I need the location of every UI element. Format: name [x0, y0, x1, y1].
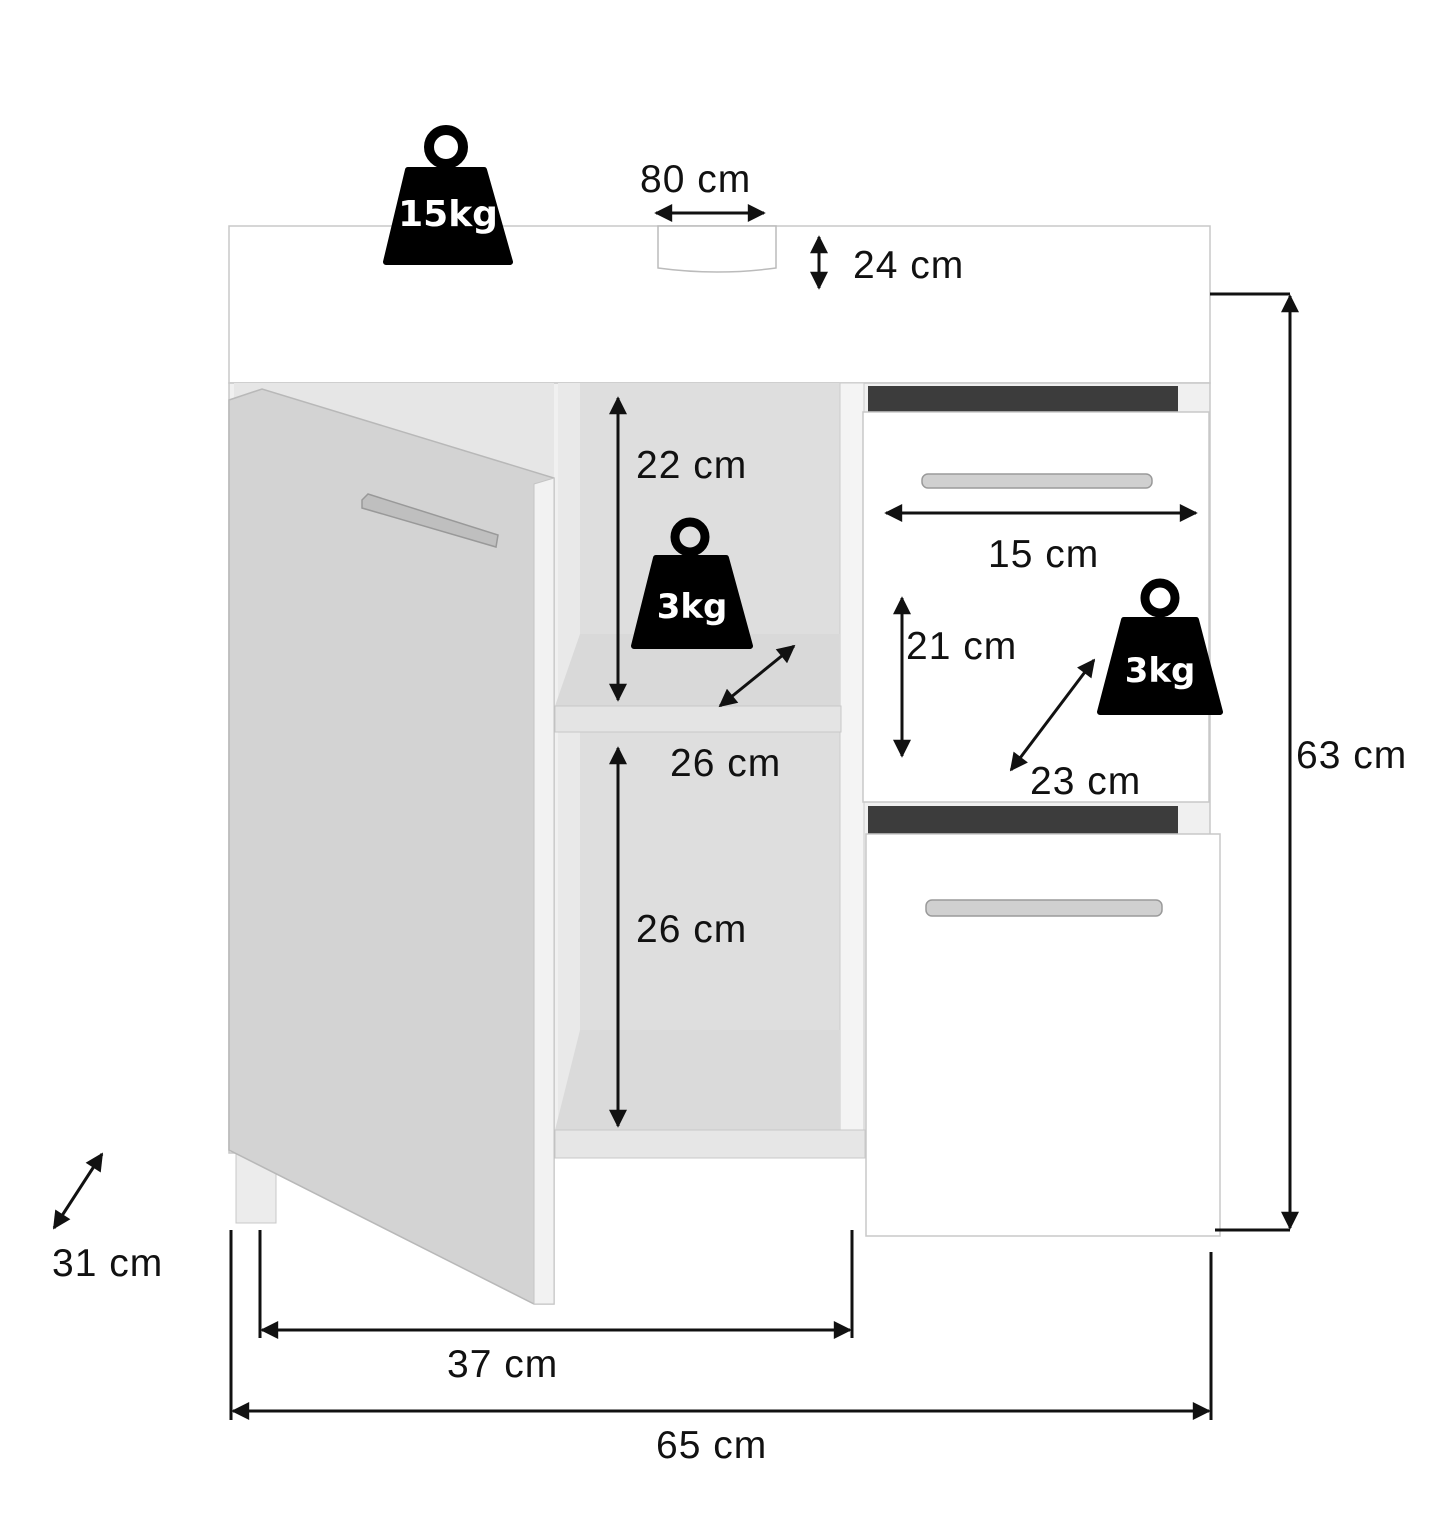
- weight-label-top: 15kg: [398, 194, 498, 235]
- weight-icon-top: 15kg: [383, 125, 513, 265]
- middle-shelf-front: [554, 705, 842, 733]
- label-shelf-lower-height: 26 cm: [636, 908, 748, 951]
- label-inner-width: 37 cm: [447, 1343, 559, 1386]
- label-shelf-depth: 26 cm: [670, 742, 782, 785]
- bottom-shelf: [555, 1030, 840, 1130]
- weight-icon-shelf: 3kg: [631, 517, 753, 649]
- weight-label-drawer: 3kg: [1125, 651, 1196, 691]
- arrow-total-depth: [52, 1152, 104, 1230]
- label-drawer-height: 21 cm: [906, 625, 1018, 668]
- lower-drawer-box: [868, 806, 1178, 834]
- arrow-drawer-depth: [1009, 658, 1096, 772]
- weight-icon-drawer: 3kg: [1097, 578, 1223, 715]
- label-shelf-upper-height: 22 cm: [636, 444, 748, 487]
- divider-panel: [839, 382, 865, 1154]
- door-edge: [533, 477, 555, 1305]
- label-total-height: 63 cm: [1296, 734, 1408, 777]
- upper-drawer-box: [868, 386, 1178, 414]
- label-total-depth: 31 cm: [52, 1242, 164, 1285]
- bottom-shelf-front: [554, 1129, 866, 1159]
- arrow-shelf-depth: [718, 644, 796, 708]
- upper-drawer-front: [862, 411, 1210, 803]
- upper-drawer-handle: [921, 473, 1153, 489]
- door-handle: [361, 493, 499, 548]
- label-top-height: 24 cm: [853, 244, 965, 287]
- lower-drawer-handle: [925, 899, 1163, 917]
- label-drawer-width: 15 cm: [988, 533, 1100, 576]
- open-door: [228, 388, 555, 1305]
- label-top-width: 80 cm: [640, 158, 752, 201]
- label-total-width: 65 cm: [656, 1424, 768, 1467]
- weight-label-shelf: 3kg: [657, 587, 728, 627]
- label-drawer-depth: 23 cm: [1030, 760, 1142, 803]
- lower-drawer-front: [865, 833, 1221, 1237]
- dimension-lines: [52, 204, 1299, 1420]
- sink-cutout: [657, 225, 777, 273]
